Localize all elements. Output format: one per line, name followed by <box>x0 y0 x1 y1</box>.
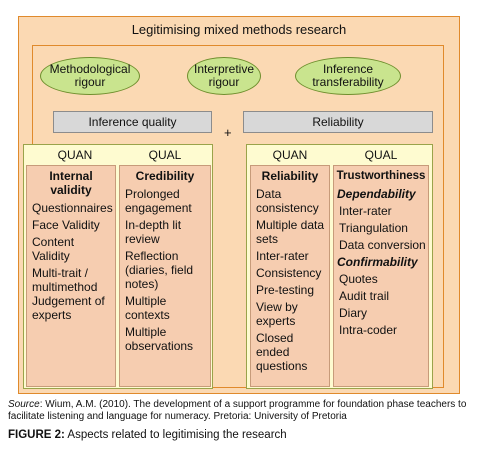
caption-text: Aspects related to legitimising the rese… <box>64 429 287 441</box>
diagram-title: Legitimising mixed methods research <box>131 22 347 37</box>
list-item: Multi-trait / multimethod <box>32 266 98 294</box>
inference-quality-bar: Inference quality <box>53 111 212 133</box>
list-item: Prolonged engagement <box>125 187 192 215</box>
list-item: Inter-rater <box>339 204 392 218</box>
list-item: Face Validity <box>32 218 100 232</box>
list-item: Reflection (diaries, field notes) <box>125 249 194 291</box>
list-item: Questionnaires <box>32 201 113 215</box>
left-quan-header: QUAN <box>57 148 93 162</box>
oval-methodological-rigour: Methodological rigour <box>40 57 140 95</box>
list-item: Content Validity <box>32 235 75 263</box>
source-text: : Wium, A.M. (2010). The development of … <box>8 399 467 422</box>
list-item: Consistency <box>256 266 322 280</box>
list-item: Multiple observations <box>125 325 194 353</box>
list-item: Quotes <box>339 272 378 286</box>
right-qual-column: Trustworthiness Dependability Inter-rate… <box>333 165 429 387</box>
source-label: Source <box>8 399 40 410</box>
list-item: Pre-testing <box>256 283 315 297</box>
list-item: Multiple contexts <box>125 294 170 322</box>
list-item: Diary <box>339 306 368 320</box>
column-heading: Reliability <box>261 169 319 183</box>
oval-label: Inference transferability <box>312 62 384 89</box>
list-item: Intra-coder <box>339 323 398 337</box>
reliability-bar: Reliability <box>243 111 433 133</box>
column-heading: Credibility <box>135 169 195 183</box>
column-heading: Internal validity <box>49 169 93 197</box>
plus-sign: + <box>224 125 232 140</box>
list-item: Triangulation <box>339 221 408 235</box>
bar-label: Inference quality <box>88 115 177 129</box>
left-qual-column: Credibility Prolonged engagement In-dept… <box>119 165 211 387</box>
subheading-confirmability: Confirmability <box>337 255 418 269</box>
left-qual-header: QUAL <box>148 148 182 162</box>
figure-caption: FIGURE 2: Aspects related to legitimisin… <box>8 429 470 441</box>
list-item: Inter-rater <box>256 249 309 263</box>
source-note: Source: Wium, A.M. (2010). The developme… <box>8 399 470 423</box>
subheading-dependability: Dependability <box>337 187 416 201</box>
list-item: Multiple data sets <box>256 218 325 246</box>
list-item: Data consistency <box>256 187 319 215</box>
list-item: In-depth lit review <box>125 218 182 246</box>
oval-label: Interpretive rigour <box>193 62 255 89</box>
oval-label: Methodological rigour <box>49 62 131 89</box>
oval-interpretive-rigour: Interpretive rigour <box>187 57 261 95</box>
list-item: Judgement of experts <box>32 294 105 322</box>
right-qual-header: QUAL <box>364 148 398 162</box>
left-quan-column: Internal validity Questionnaires Face Va… <box>26 165 116 387</box>
list-item: View by experts <box>256 300 298 328</box>
bar-label: Reliability <box>312 115 364 129</box>
list-item: Closed ended questions <box>256 331 308 373</box>
list-item: Data conversion <box>339 238 426 252</box>
right-quan-header: QUAN <box>272 148 308 162</box>
list-item: Audit trail <box>339 289 390 303</box>
oval-inference-transferability: Inference transferability <box>295 57 401 95</box>
caption-label: FIGURE 2: <box>8 429 65 441</box>
right-quan-column: Reliability Data consistency Multiple da… <box>250 165 330 387</box>
column-heading: Trustworthiness <box>336 170 426 182</box>
